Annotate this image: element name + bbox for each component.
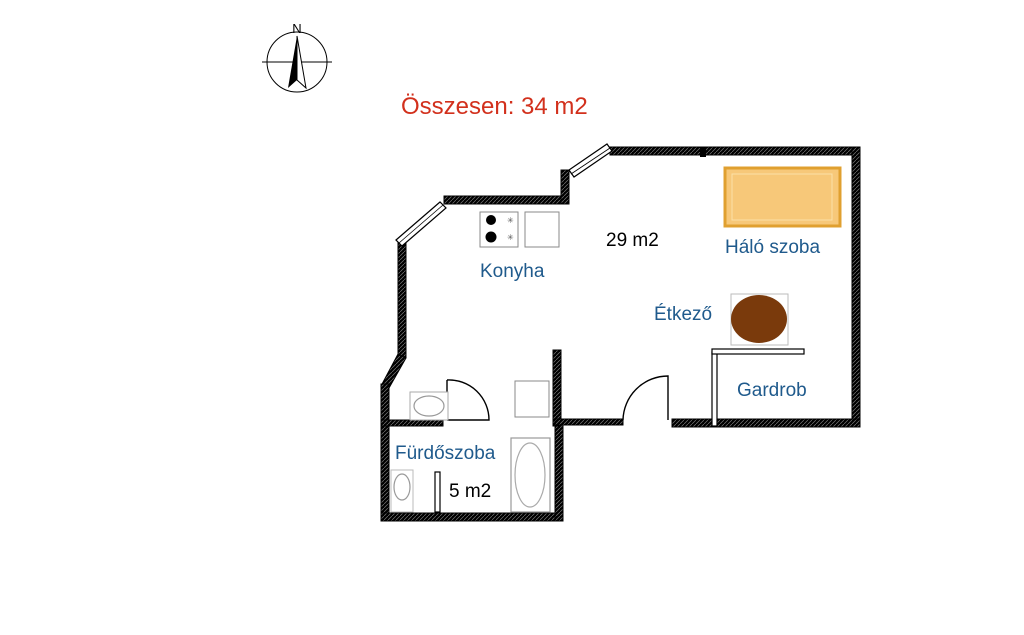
wardrobe-wall-vertical — [711, 351, 718, 427]
toilet — [393, 473, 411, 501]
wall-left-lower — [380, 383, 390, 521]
total-area-title: Összesen: 34 m2 — [401, 93, 588, 120]
compass: N — [262, 21, 332, 93]
wall-left-diagonal — [380, 353, 407, 389]
wall-bath-right — [554, 419, 564, 522]
stove-knob-1: ✳ — [507, 216, 514, 225]
entrance-door — [622, 375, 669, 421]
window-top-pane — [570, 147, 611, 175]
bed-sheet — [731, 173, 833, 221]
wall-left-upper — [397, 241, 407, 359]
window-left-pane — [398, 204, 444, 244]
compass-letter: N — [292, 21, 301, 36]
wall-bath-top — [380, 419, 444, 427]
windows — [395, 143, 613, 247]
bathroom-label: Fürdőszoba — [395, 443, 496, 464]
bathroom-partition — [434, 471, 441, 513]
bed-frame — [723, 166, 842, 228]
kitchen-counter — [524, 211, 560, 248]
bed — [723, 166, 842, 228]
walls — [380, 146, 861, 522]
window-top — [568, 143, 613, 178]
fridge — [514, 380, 550, 418]
bathtub-inner — [514, 442, 546, 508]
stove-knob-2: ✳ — [507, 233, 514, 242]
kitchen-fixtures: ✳ ✳ — [479, 211, 560, 418]
bedroom-label: Háló szoba — [725, 237, 820, 258]
stove-burner-2 — [485, 231, 497, 243]
stove — [479, 211, 519, 248]
compass-needle-left — [288, 36, 297, 88]
wardrobe-wall-horizontal — [711, 348, 805, 355]
wall-bath-kitchen-partition — [552, 349, 562, 427]
wall-top-left — [443, 195, 570, 205]
main-area-label: 29 m2 — [606, 230, 659, 251]
washbasin — [413, 395, 445, 417]
bathroom-door — [446, 379, 490, 421]
bathroom-fixtures — [390, 391, 551, 513]
wall-right — [851, 146, 861, 428]
wall-bottom-right — [671, 418, 861, 428]
wall-jog — [560, 169, 570, 205]
wall-top-right — [609, 146, 861, 156]
wardrobe-partition — [711, 348, 805, 427]
wardrobe-label: Gardrob — [737, 380, 807, 401]
dining-table-top — [731, 295, 787, 343]
kitchen-label: Konyha — [480, 261, 545, 282]
wall-top-divider — [700, 147, 706, 157]
stove-burner-1 — [486, 215, 496, 225]
wall-bath-bottom — [380, 512, 564, 522]
bathroom-area-label: 5 m2 — [449, 481, 491, 502]
dining-table — [730, 293, 789, 346]
dining-label: Étkező — [654, 304, 712, 325]
wall-bottom-mid — [554, 418, 624, 426]
